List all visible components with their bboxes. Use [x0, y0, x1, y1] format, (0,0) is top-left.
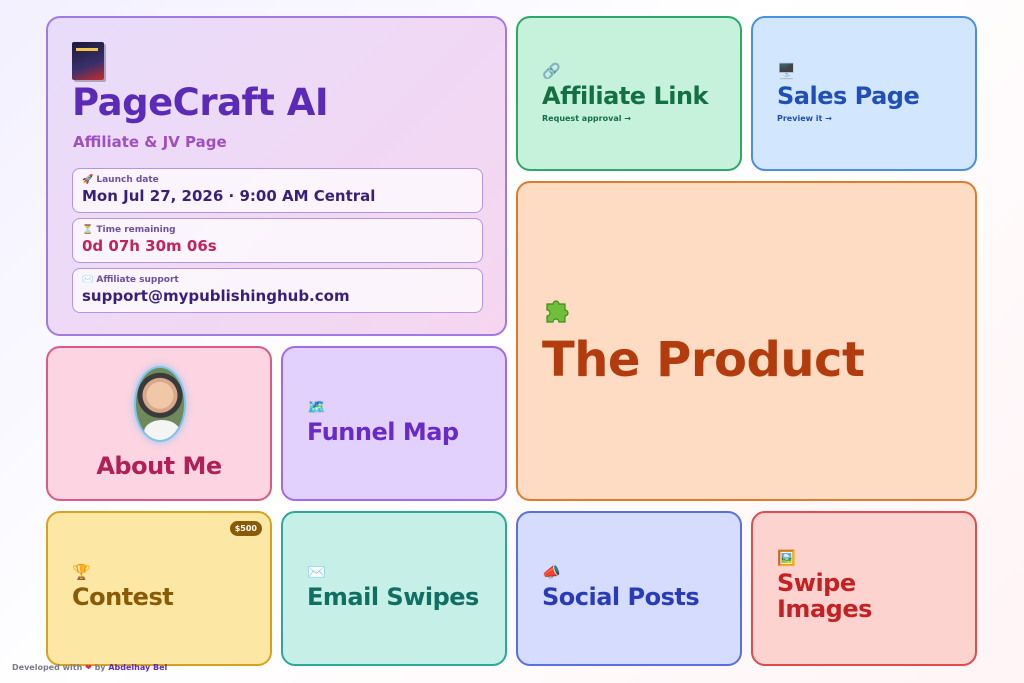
contest-card[interactable]: $500 🏆 Contest [46, 511, 272, 666]
preview-link[interactable]: Preview it → [777, 114, 832, 123]
monitor-icon: 🖥️ [777, 62, 796, 80]
email-swipes-card[interactable]: ✉️ Email Swipes [281, 511, 507, 666]
product-card[interactable]: The Product [516, 181, 977, 501]
time-remaining-label: Time remaining [96, 225, 176, 235]
heart-icon: ❤ [85, 663, 92, 672]
puzzle-icon [546, 300, 569, 323]
launch-date-value: Mon Jul 27, 2026 · 9:00 AM Central [82, 187, 376, 205]
swipe-images-title: Swipe Images [777, 569, 872, 623]
picture-icon: 🖼️ [777, 549, 796, 567]
trophy-icon: 🏆 [72, 563, 91, 581]
about-me-card[interactable]: About Me [46, 346, 272, 501]
about-me-title: About Me [96, 452, 222, 480]
funnel-map-card[interactable]: 🗺️ Funnel Map [281, 346, 507, 501]
envelope-icon: ✉️ [307, 563, 326, 581]
time-remaining-box: ⏳ Time remaining 0d 07h 30m 06s [72, 218, 483, 263]
support-email-link[interactable]: support@mypublishinghub.com [82, 287, 350, 305]
sales-page-card[interactable]: 🖥️ Sales Page Preview it → [751, 16, 977, 171]
brand-title: PageCraft AI [72, 81, 329, 124]
avatar [134, 366, 186, 442]
email-swipes-title: Email Swipes [307, 583, 479, 611]
affiliate-support-box[interactable]: ✉️ Affiliate support support@mypublishin… [72, 268, 483, 313]
megaphone-icon: 📣 [542, 563, 561, 581]
envelope-icon: ✉️ [82, 275, 94, 285]
map-icon: 🗺️ [307, 398, 326, 416]
funnel-map-title: Funnel Map [307, 418, 459, 446]
page-subtitle: Affiliate & JV Page [73, 133, 227, 151]
sales-page-title: Sales Page [777, 82, 920, 110]
product-cover-image [72, 42, 104, 80]
prize-badge: $500 [229, 521, 262, 536]
social-posts-title: Social Posts [542, 583, 700, 611]
author-link[interactable]: Abdelhay Bel [108, 663, 168, 672]
footer-by: by [94, 663, 106, 672]
affiliate-support-label: Affiliate support [96, 275, 179, 285]
launch-date-box: 🚀 Launch date Mon Jul 27, 2026 · 9:00 AM… [72, 168, 483, 213]
hourglass-icon: ⏳ [82, 225, 94, 235]
hero-card: PageCraft AI Affiliate & JV Page 🚀 Launc… [46, 16, 507, 336]
rocket-icon: 🚀 [82, 175, 94, 185]
link-icon: 🔗 [542, 62, 561, 80]
footer-prefix: Developed with [12, 663, 83, 672]
swipe-images-card[interactable]: 🖼️ Swipe Images [751, 511, 977, 666]
footer-credit: Developed with ❤ by Abdelhay Bel [12, 663, 167, 672]
affiliate-link-card[interactable]: 🔗 Affiliate Link Request approval → [516, 16, 742, 171]
social-posts-card[interactable]: 📣 Social Posts [516, 511, 742, 666]
launch-date-label: Launch date [96, 175, 159, 185]
request-approval-link[interactable]: Request approval → [542, 114, 631, 123]
product-title: The Product [542, 332, 865, 388]
contest-title: Contest [72, 583, 174, 611]
countdown-value: 0d 07h 30m 06s [82, 237, 217, 255]
affiliate-link-title: Affiliate Link [542, 82, 709, 110]
